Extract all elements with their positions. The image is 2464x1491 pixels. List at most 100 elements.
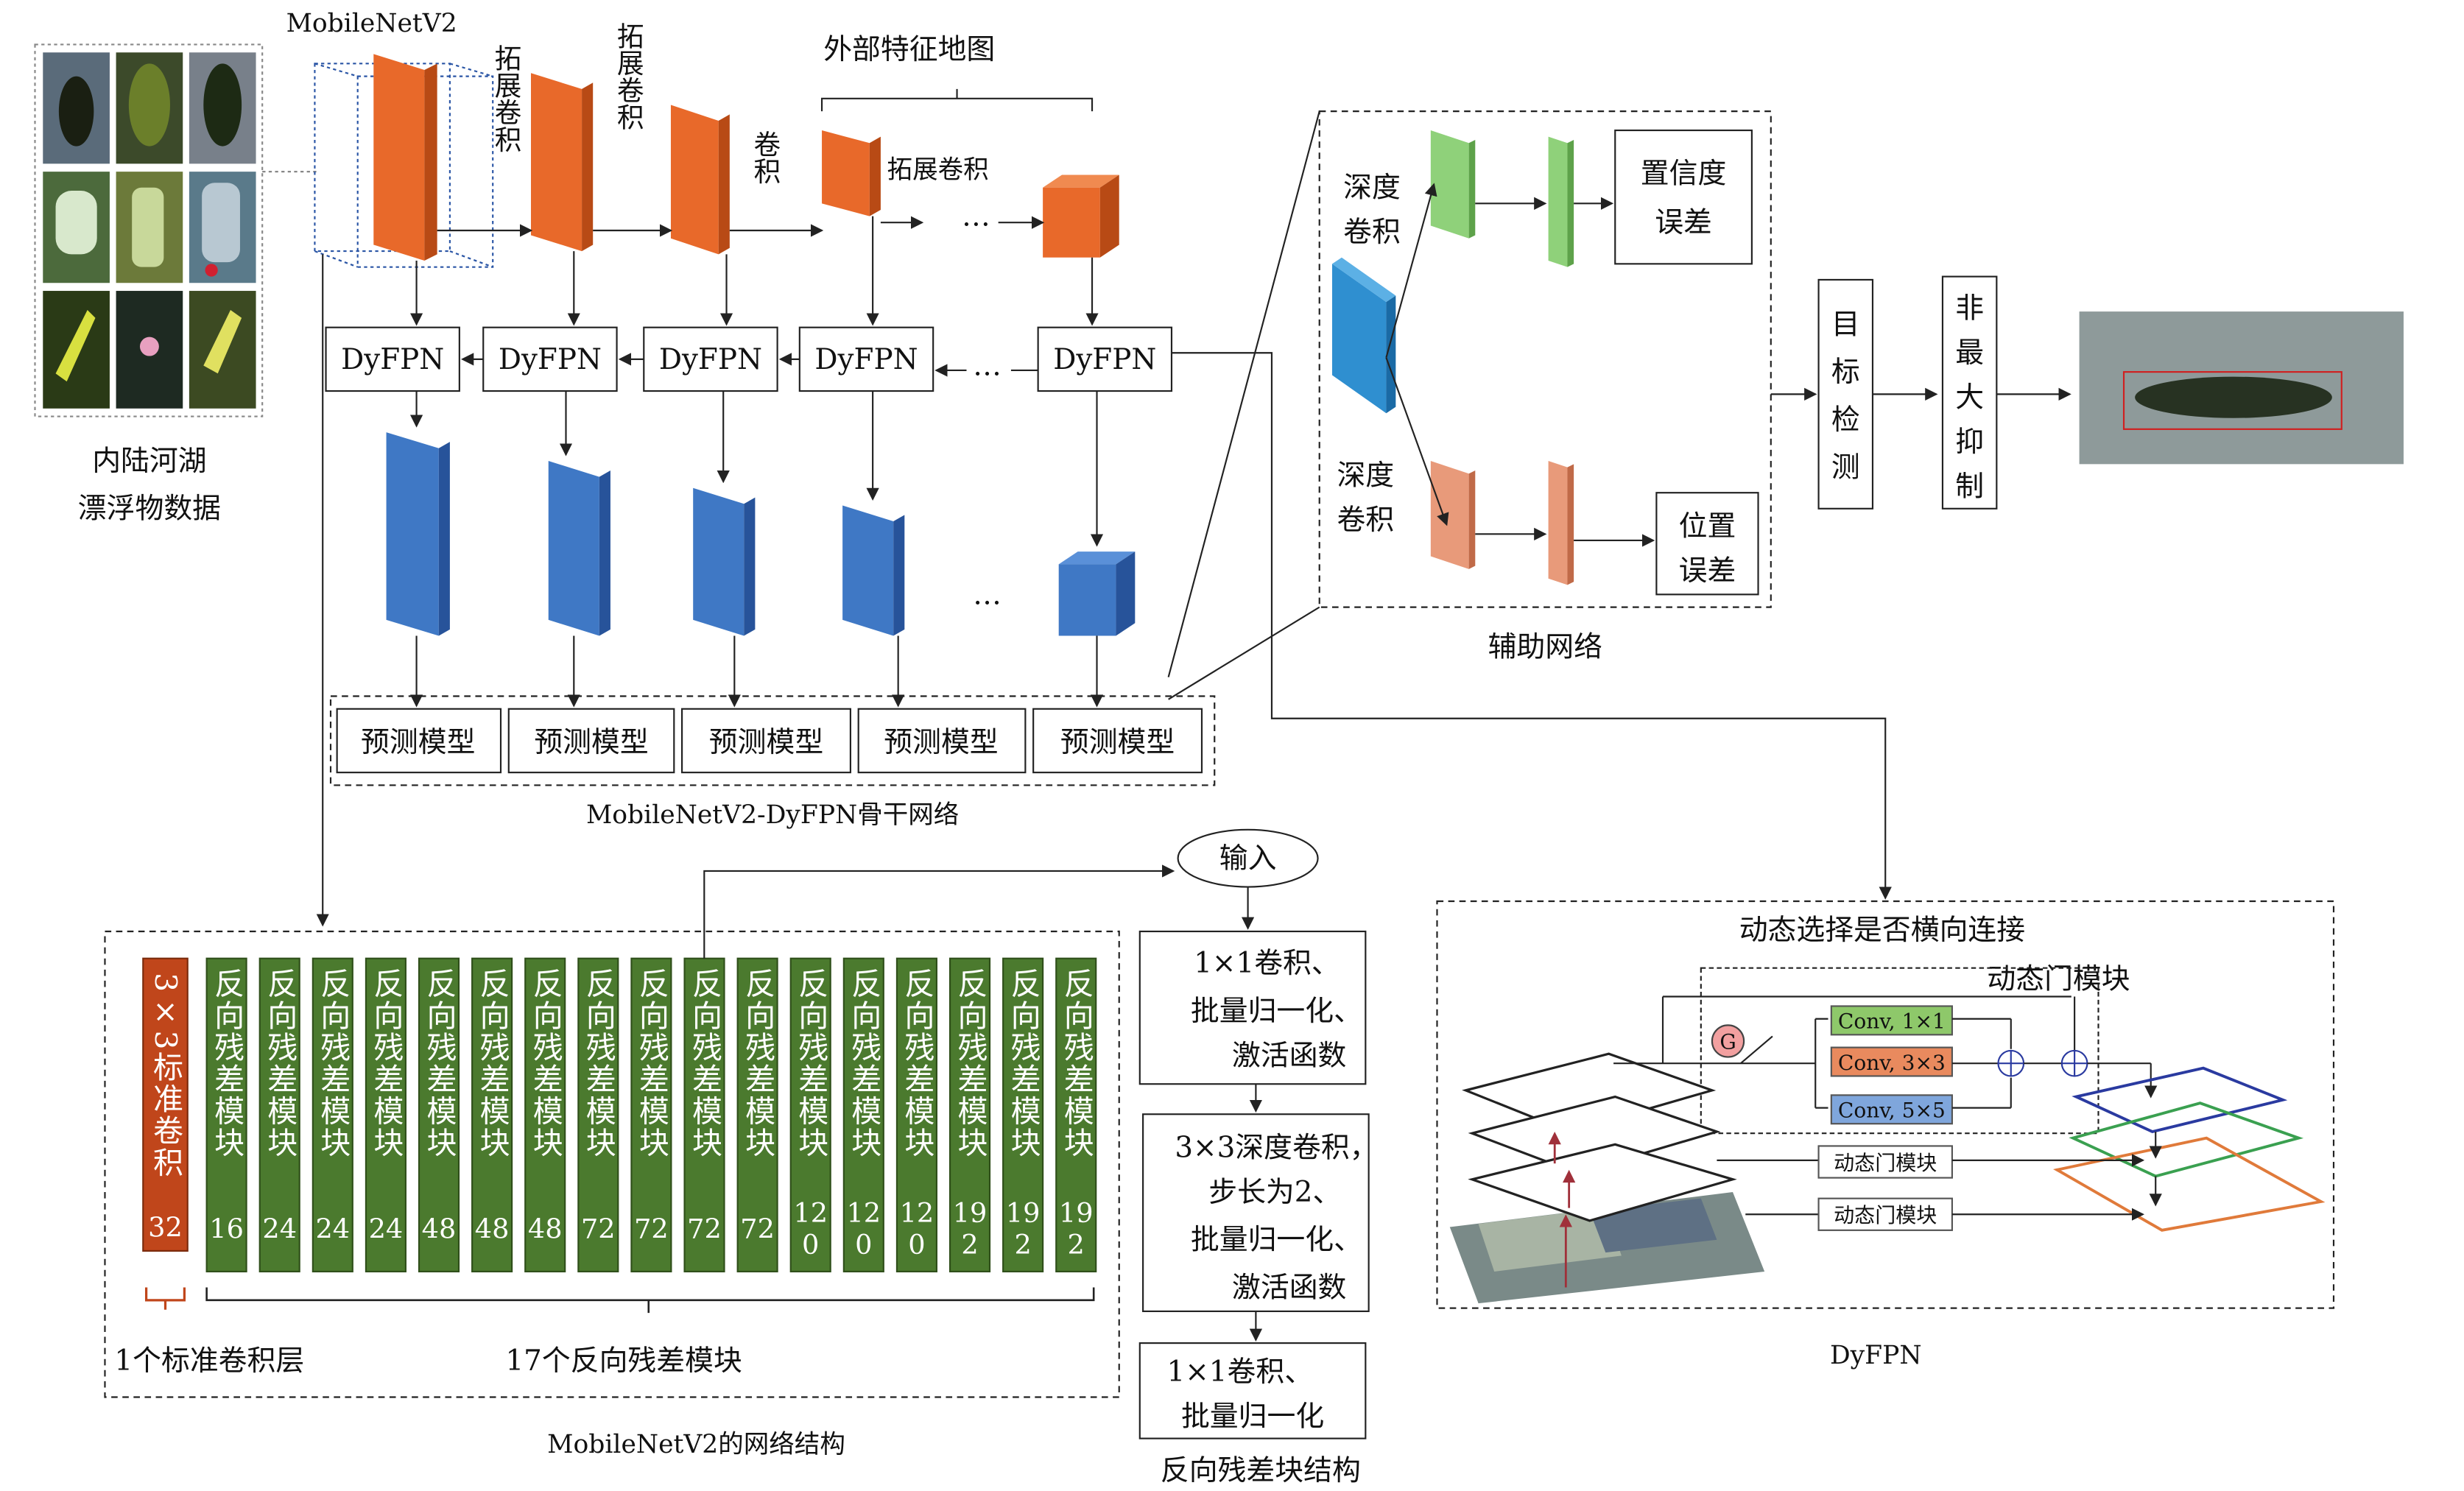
residual-module-channels: 24	[369, 1213, 404, 1245]
residual-module	[524, 957, 566, 1273]
nms-box: 非 最 大 抑 制	[1941, 275, 1998, 510]
residual-module	[258, 957, 300, 1273]
depth-conv-1a: 深度	[1343, 172, 1401, 205]
nms-char-4: 抑	[1955, 426, 1984, 459]
output-image	[2079, 311, 2404, 465]
step1-line1: 1×1卷积、	[1194, 947, 1340, 980]
external-feature-label: 外部特征地图	[823, 33, 995, 66]
residual-module	[789, 957, 831, 1273]
feature-slab-2	[531, 73, 594, 252]
step3-line2: 批量归一化	[1181, 1400, 1324, 1433]
mini-gate-2: 动态门模块	[1834, 1203, 1937, 1227]
aux-green-slab-1	[1430, 130, 1476, 239]
residual-module-channels-tail: 2	[1014, 1229, 1031, 1261]
residual-module-channels: 24	[315, 1213, 350, 1245]
residual-module	[205, 957, 247, 1273]
residual-module	[1002, 957, 1044, 1273]
residual-modules: 反向残差模块16反向残差模块24反向残差模块24反向残差模块24反向残差模块48…	[205, 957, 1097, 1273]
residual-module-channels: 12	[900, 1197, 934, 1229]
residual-module-channels: 16	[209, 1213, 244, 1245]
expand-conv-label-2: 拓展卷积	[612, 22, 644, 130]
residual-module-label: 反向残差模块	[687, 968, 722, 1159]
backbone-caption: MobileNetV2-DyFPN骨干网络	[586, 800, 959, 830]
prediction-box-3: 预测模型	[709, 726, 823, 759]
blue-cube-5	[1058, 551, 1136, 636]
residual-module-label: 反向残差模块	[527, 968, 563, 1159]
residual-module	[948, 957, 991, 1273]
step2-line1: 3×3深度卷积，	[1175, 1132, 1378, 1165]
std-conv-text: 3×3标准卷积	[148, 973, 184, 1178]
feature-slab-5	[1043, 175, 1119, 258]
residual-module-label: 反向残差模块	[952, 968, 988, 1159]
depth-conv-2b: 卷积	[1337, 504, 1394, 537]
residual-module	[311, 957, 353, 1273]
dyfpn-box-1: DyFPN	[341, 343, 444, 376]
residual-module-label: 反向残差模块	[1005, 968, 1041, 1159]
blue-slab-4	[842, 505, 905, 636]
residual-module	[630, 957, 672, 1273]
nms-char-2: 最	[1955, 336, 1984, 370]
step3-line1: 1×1卷积、	[1167, 1356, 1314, 1389]
residual-module-label: 反向残差模块	[315, 968, 351, 1159]
feature-slab-3	[670, 105, 730, 255]
residual-module-channels: 19	[1006, 1197, 1041, 1229]
conv-label-3: 卷积	[749, 130, 781, 184]
residual-module-channels: 72	[740, 1213, 775, 1245]
dyfpn-detail: 动态选择是否横向连接 动态门模块 G Conv, 1×1 Conv, 3×3 C	[1436, 900, 2335, 1370]
mobilenet-structure-caption: MobileNetV2的网络结构	[547, 1430, 845, 1459]
residual-module-label: 反向残差模块	[793, 968, 828, 1159]
mobilenet-cube	[314, 63, 494, 268]
residual-module	[471, 957, 513, 1273]
expand-conv-label-4: 拓展卷积	[887, 155, 989, 185]
step1-line3: 激活函数	[1232, 1039, 1346, 1072]
residual-module	[842, 957, 884, 1273]
std-conv-channels: 32	[148, 1211, 183, 1243]
residual-module-label: 反向残差模块	[899, 968, 934, 1159]
backbone-ellipsis-low: …	[973, 578, 1002, 611]
residual-module-label: 反向残差模块	[633, 968, 669, 1159]
detection-box: 目 标 检 测	[1817, 278, 1874, 510]
residual-module-channels-tail: 0	[802, 1229, 819, 1261]
step2-line3: 批量归一化、	[1191, 1224, 1362, 1257]
residual-module-label: 反向残差模块	[421, 968, 457, 1159]
dyfpn-row: DyFPN DyFPN DyFPN DyFPN DyFPN …	[325, 326, 1173, 392]
nms-char-1: 非	[1955, 292, 1984, 325]
aux-blue-slab	[1331, 257, 1396, 414]
depth-conv-2a: 深度	[1337, 459, 1394, 492]
residual-module-channels: 19	[953, 1197, 988, 1229]
residual-module-label: 反向残差模块	[368, 968, 404, 1159]
residual-module-channels: 72	[634, 1213, 669, 1245]
conv-5x5: Conv, 5×5	[1838, 1099, 1946, 1123]
backbone: MobileNetV2	[286, 9, 1216, 830]
residual-module	[895, 957, 937, 1273]
step1-line2: 批量归一化、	[1191, 995, 1362, 1028]
dyfpn-title: 动态选择是否横向连接	[1739, 914, 2025, 947]
dyfpn-box-4: DyFPN	[814, 343, 918, 376]
prediction-box-2: 预测模型	[534, 726, 648, 759]
residual-module-channels: 72	[581, 1213, 616, 1245]
position-error-2: 误差	[1679, 554, 1736, 588]
prediction-row: 预测模型 预测模型 预测模型 预测模型 预测模型	[336, 708, 1203, 774]
dataset-thumbnails: 内陆河湖 漂浮物数据	[34, 43, 264, 526]
dataset-label-line1: 内陆河湖	[92, 445, 206, 478]
prediction-box-4: 预测模型	[884, 726, 998, 759]
residual-module	[1055, 957, 1097, 1273]
residual-module	[365, 957, 406, 1273]
feature-slab-4	[822, 130, 881, 216]
dyfpn-box-5: DyFPN	[1053, 343, 1156, 376]
residual-module-label: 反向残差模块	[474, 968, 510, 1159]
residual-module-channels-tail: 2	[961, 1229, 978, 1261]
detect-char-2: 标	[1831, 356, 1860, 389]
backbone-ellipsis-top: …	[962, 200, 990, 233]
residual-module-channels: 12	[846, 1197, 881, 1229]
aux-orange-slab-2	[1548, 461, 1574, 585]
position-error-1: 位置	[1679, 510, 1736, 543]
residual-caption: 17个反向残差模块	[505, 1344, 742, 1378]
step2-line4: 激活函数	[1232, 1272, 1346, 1305]
detect-char-4: 测	[1831, 451, 1860, 484]
residual-module-channels-tail: 0	[908, 1229, 925, 1261]
residual-module	[736, 957, 778, 1273]
step2-line2: 步长为2、	[1208, 1176, 1341, 1209]
residual-module-channels: 72	[687, 1213, 722, 1245]
